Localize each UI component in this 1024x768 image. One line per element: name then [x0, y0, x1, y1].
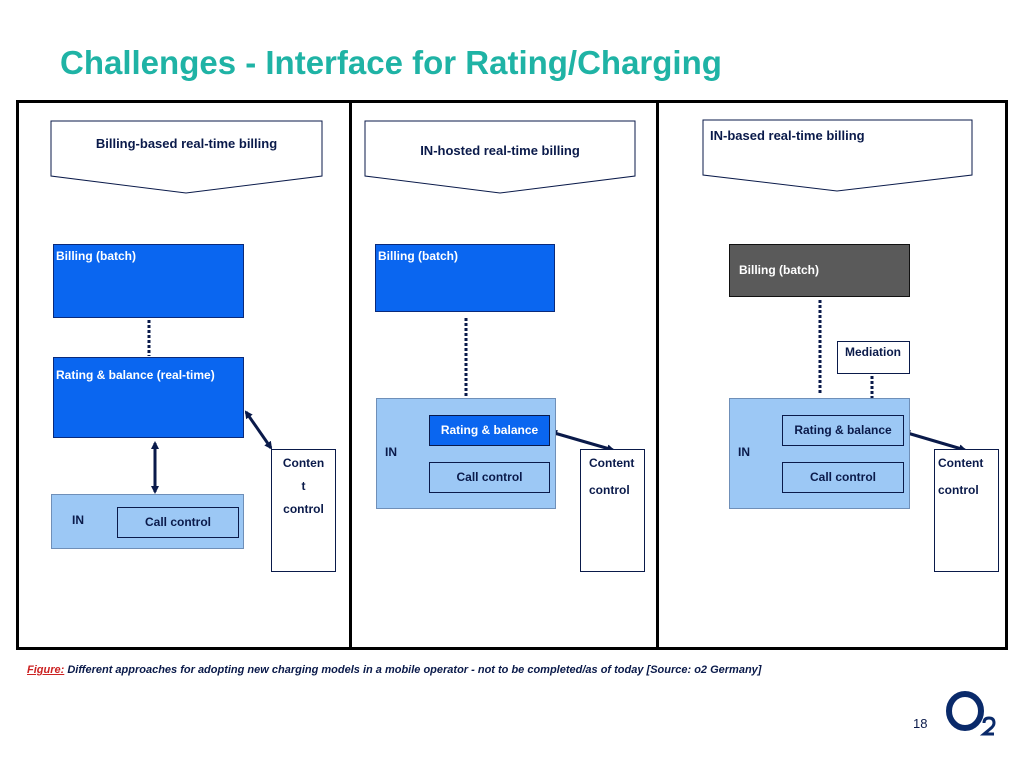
panel2-content-control-text: Content control [589, 450, 634, 504]
diagram-frame [16, 100, 1008, 650]
panel2-rating-box: Rating & balance [429, 415, 550, 446]
panel1-content-control-text: Conten t control [271, 452, 336, 521]
panel3-billing-box: Billing (batch) [729, 244, 910, 297]
panel2-content-line-2: control [589, 483, 630, 497]
page-number: 18 [913, 716, 928, 731]
slide-title: Challenges - Interface for Rating/Chargi… [60, 44, 722, 81]
figure-caption-label: Figure: [27, 664, 65, 676]
panel3-mediation-box: Mediation [837, 341, 910, 374]
heading-shape-2 [364, 120, 636, 194]
panel1-heading: Billing-based real-time billing [95, 136, 278, 151]
panel1-content-line-3: control [283, 502, 324, 516]
panel1-rating-box: Rating & balance (real-time) [53, 357, 244, 438]
panel1-call-control: Call control [117, 507, 239, 538]
panel3-content-line-1: Content [938, 456, 984, 470]
figure-caption-text: Different approaches for adopting new ch… [64, 664, 762, 676]
panel1-content-line-2: t [301, 479, 306, 493]
panel3-call-control: Call control [782, 462, 904, 493]
heading-shape-3 [702, 119, 973, 192]
connector-rating-content-2 [549, 429, 615, 453]
o2-logo [946, 691, 996, 736]
connector-rating-content-1 [244, 410, 273, 450]
panel2-content-control-box [580, 449, 645, 572]
panel2-call-control: Call control [429, 462, 550, 493]
panel1-in-label: IN [72, 513, 84, 527]
panel3-content-control-box [934, 449, 999, 572]
panel2-content-line-1: Content [589, 456, 635, 470]
panel1-billing-box: Billing (batch) [53, 244, 244, 318]
panel3-content-control-text: Content control [938, 450, 983, 504]
connector-rating-content-3 [902, 429, 967, 453]
panel3-rating-box: Rating & balance [782, 415, 904, 446]
panel2-heading: IN-hosted real-time billing [420, 143, 580, 158]
panel1-content-line-1: Conten [282, 456, 325, 470]
panel3-heading: IN-based real-time billing [710, 128, 865, 143]
heading-shape-1 [50, 120, 323, 194]
panel-divider-1 [349, 100, 352, 650]
panel2-billing-box: Billing (batch) [375, 244, 555, 312]
panel1-content-control-box [271, 449, 336, 572]
panel3-content-line-2: control [938, 483, 979, 497]
panel-divider-2 [656, 100, 659, 650]
panel2-in-label: IN [385, 445, 397, 459]
panel3-in-label: IN [738, 445, 750, 459]
figure-caption: Figure: Different approaches for adoptin… [27, 663, 827, 677]
